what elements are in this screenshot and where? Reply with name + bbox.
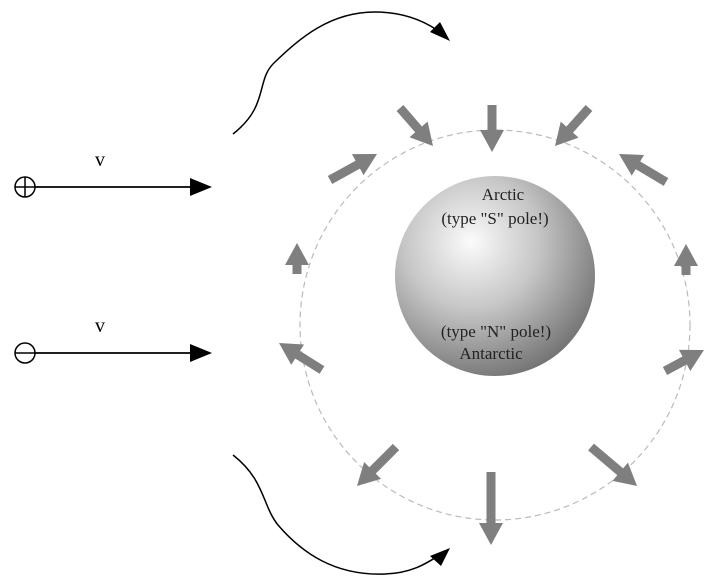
sphere-bottom-line2: Antarctic [459, 344, 523, 363]
sphere-bottom-line1: (type "N" pole!) [441, 322, 551, 341]
field-arrows [279, 104, 704, 545]
field-arrow [327, 154, 377, 184]
top-trajectory [232, 11, 450, 135]
sphere-top-line2: (type "S" pole!) [441, 209, 548, 228]
field-arrow [674, 244, 698, 275]
earth-sphere [395, 176, 595, 376]
field-boundary-circle [299, 129, 691, 521]
field-arrow [479, 472, 503, 545]
sphere-top-line1: Arctic [482, 185, 525, 204]
field-arrow [357, 443, 400, 486]
positive-velocity-label: v [95, 149, 105, 171]
field-arrow [279, 343, 325, 374]
positive-charge-particle: v [14, 149, 212, 198]
field-arrow [285, 243, 309, 274]
field-arrow [662, 349, 704, 375]
negative-velocity-label: v [95, 315, 105, 337]
bottom-trajectory [232, 454, 450, 575]
field-arrow [396, 105, 433, 146]
field-arrow [555, 104, 593, 146]
field-arrow [588, 443, 637, 486]
field-arrow [619, 154, 669, 186]
field-arrow [480, 105, 504, 152]
negative-charge-particle: v [14, 315, 212, 364]
